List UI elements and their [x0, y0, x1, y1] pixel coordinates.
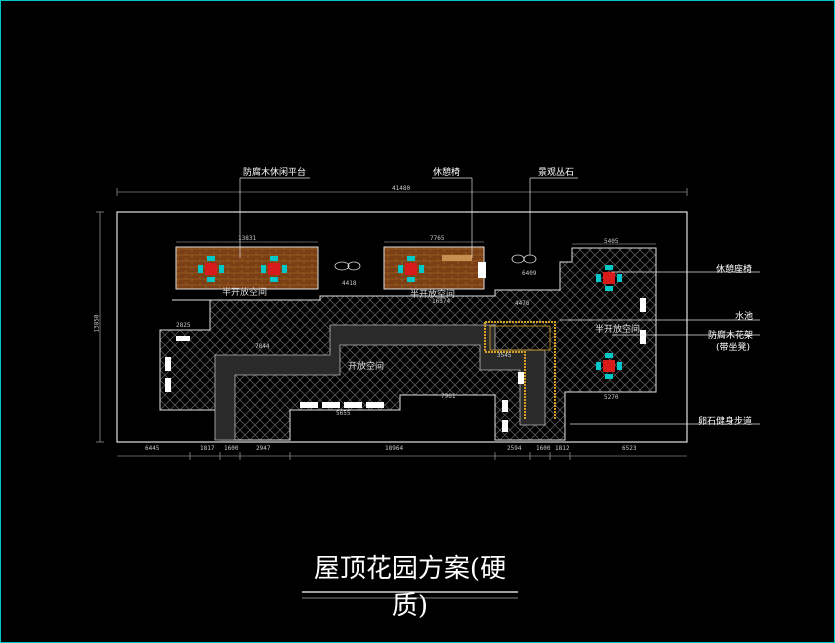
- dim-mid-c: 16374: [432, 298, 451, 305]
- area-semi-open-mid: 半开放空间: [410, 290, 456, 300]
- dim-mid-a: 4418: [342, 280, 357, 287]
- dim-mid-g: 3545: [497, 352, 512, 359]
- table-set-2: [261, 256, 287, 282]
- dim-bottom-3: 1600: [224, 445, 239, 452]
- callout-leaders: [239, 177, 760, 425]
- dim-bottom-6: 2594: [507, 445, 522, 452]
- dim-mid-h: 7961: [441, 393, 456, 400]
- dim-bottom-1: 6445: [145, 445, 160, 452]
- dim-mid-f: 2825: [176, 322, 191, 329]
- area-semi-open-right: 半开放空间: [595, 325, 641, 335]
- callout-stone-path: 卵石健身步道: [698, 417, 753, 427]
- deck-platform-left: [175, 246, 319, 290]
- dim-bottom-7: 1600: [536, 445, 551, 452]
- callout-pool: 水池: [735, 312, 754, 322]
- pool: [489, 325, 551, 351]
- building-outline: [116, 211, 688, 443]
- callout-rockery: 景观丛石: [538, 168, 575, 178]
- deck-bench-2: [442, 255, 472, 261]
- deck-bench: [478, 262, 486, 278]
- dim-right-top: 5405: [604, 238, 619, 245]
- table-set-3: [398, 256, 424, 282]
- dim-left-total: 13850: [93, 314, 101, 333]
- table-set-1: [198, 256, 224, 282]
- dim-bottom-4: 2947: [256, 445, 271, 452]
- dim-bottom-8: 1812: [555, 445, 570, 452]
- walkway-band: [214, 324, 546, 441]
- callout-rest-bench: 休憩座椅: [716, 265, 753, 275]
- benches: [165, 298, 646, 432]
- drawing-title: 屋顶花园方案(硬质): [313, 554, 507, 621]
- dimension-lines: [96, 188, 688, 460]
- dim-bottom-2: 1817: [200, 445, 215, 452]
- area-semi-open-left: 半开放空间: [222, 288, 268, 298]
- dim-bottom-9: 6523: [622, 445, 637, 452]
- dim-mid-e: 7844: [255, 343, 270, 350]
- dim-bottom-5: 18964: [385, 445, 404, 452]
- dim-overall-top: 41480: [392, 185, 411, 192]
- pool-edging: [484, 321, 556, 420]
- table-set-4: [596, 265, 622, 291]
- dim-mid-i: 5655: [336, 410, 351, 417]
- dim-deck-mid: 7765: [430, 235, 445, 242]
- dim-mid-d: 4476: [515, 300, 530, 307]
- dim-mid-b: 6409: [522, 270, 537, 277]
- table-set-5: [596, 353, 622, 379]
- dim-mid-j: 5270: [604, 394, 619, 401]
- callout-planter: 防腐木花架: [708, 331, 754, 341]
- callout-pergola: 休憩椅: [433, 168, 461, 178]
- callout-planter-sub: (带坐凳): [716, 343, 751, 353]
- area-open-space: 开放空间: [348, 362, 385, 372]
- dim-deck-left: 13831: [238, 235, 257, 242]
- callout-deck-platform: 防腐木休闲平台: [243, 168, 307, 178]
